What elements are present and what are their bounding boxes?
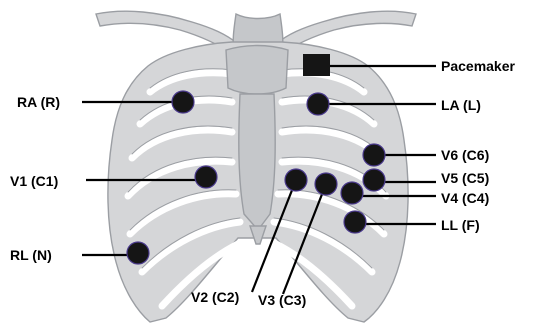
xiphoid-process	[250, 226, 266, 244]
label-v3: V3 (C3)	[258, 292, 306, 308]
manubrium	[226, 46, 288, 95]
label-ll: LL (F)	[441, 217, 480, 233]
label-v4: V4 (C4)	[441, 190, 489, 206]
label-v6: V6 (C6)	[441, 147, 489, 163]
label-ra: RA (R)	[17, 94, 60, 110]
rib-cage-illustration	[96, 11, 416, 322]
electrode-ll	[344, 211, 366, 233]
electrode-v1	[195, 166, 217, 188]
electrode-v3	[315, 173, 337, 195]
electrode-v5	[363, 169, 385, 191]
sternum-body	[239, 94, 275, 230]
electrode-ra	[172, 91, 194, 113]
label-v1: V1 (C1)	[10, 173, 58, 189]
label-v5: V5 (C5)	[441, 170, 489, 186]
label-rl: RL (N)	[10, 247, 52, 263]
pacemaker-device	[303, 54, 330, 76]
electrode-v6	[363, 144, 385, 166]
label-v2: V2 (C2)	[191, 289, 239, 305]
label-pacemaker: Pacemaker	[441, 58, 516, 74]
electrode-v4	[341, 182, 363, 204]
electrode-v2	[285, 169, 307, 191]
electrode-rl	[127, 242, 149, 264]
label-la: LA (L)	[441, 97, 481, 113]
electrode-la	[307, 93, 329, 115]
